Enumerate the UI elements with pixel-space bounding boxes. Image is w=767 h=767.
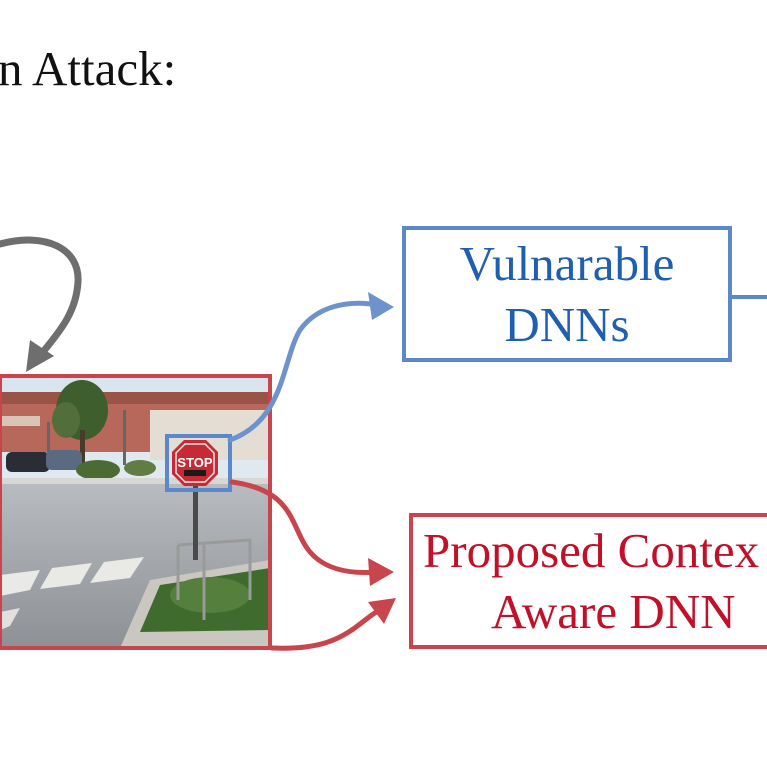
- stop-sign-text: STOP: [177, 455, 212, 470]
- figure-title: n Attack:: [0, 41, 177, 96]
- proposed-line1: Proposed Contex: [423, 522, 760, 578]
- proposed-dnn-box: Proposed Contex Aware DNN: [409, 513, 767, 649]
- proposed-line2: Aware DNN: [491, 584, 736, 639]
- vulnerable-line1: Vulnarable: [459, 235, 675, 291]
- vulnerable-line2: DNNs: [504, 297, 630, 352]
- arrow-sign-to-proposed: [229, 479, 394, 586]
- vulnerable-dnns-box: Vulnarable DNNs: [402, 226, 732, 362]
- photo-frame: [0, 374, 272, 650]
- arrow-to-vulnerable: [227, 292, 394, 443]
- street-scene-photo: STOP: [0, 376, 270, 648]
- detection-box: [165, 434, 232, 492]
- input-arrow: [0, 236, 82, 372]
- arrow-photo-to-proposed: [269, 598, 396, 651]
